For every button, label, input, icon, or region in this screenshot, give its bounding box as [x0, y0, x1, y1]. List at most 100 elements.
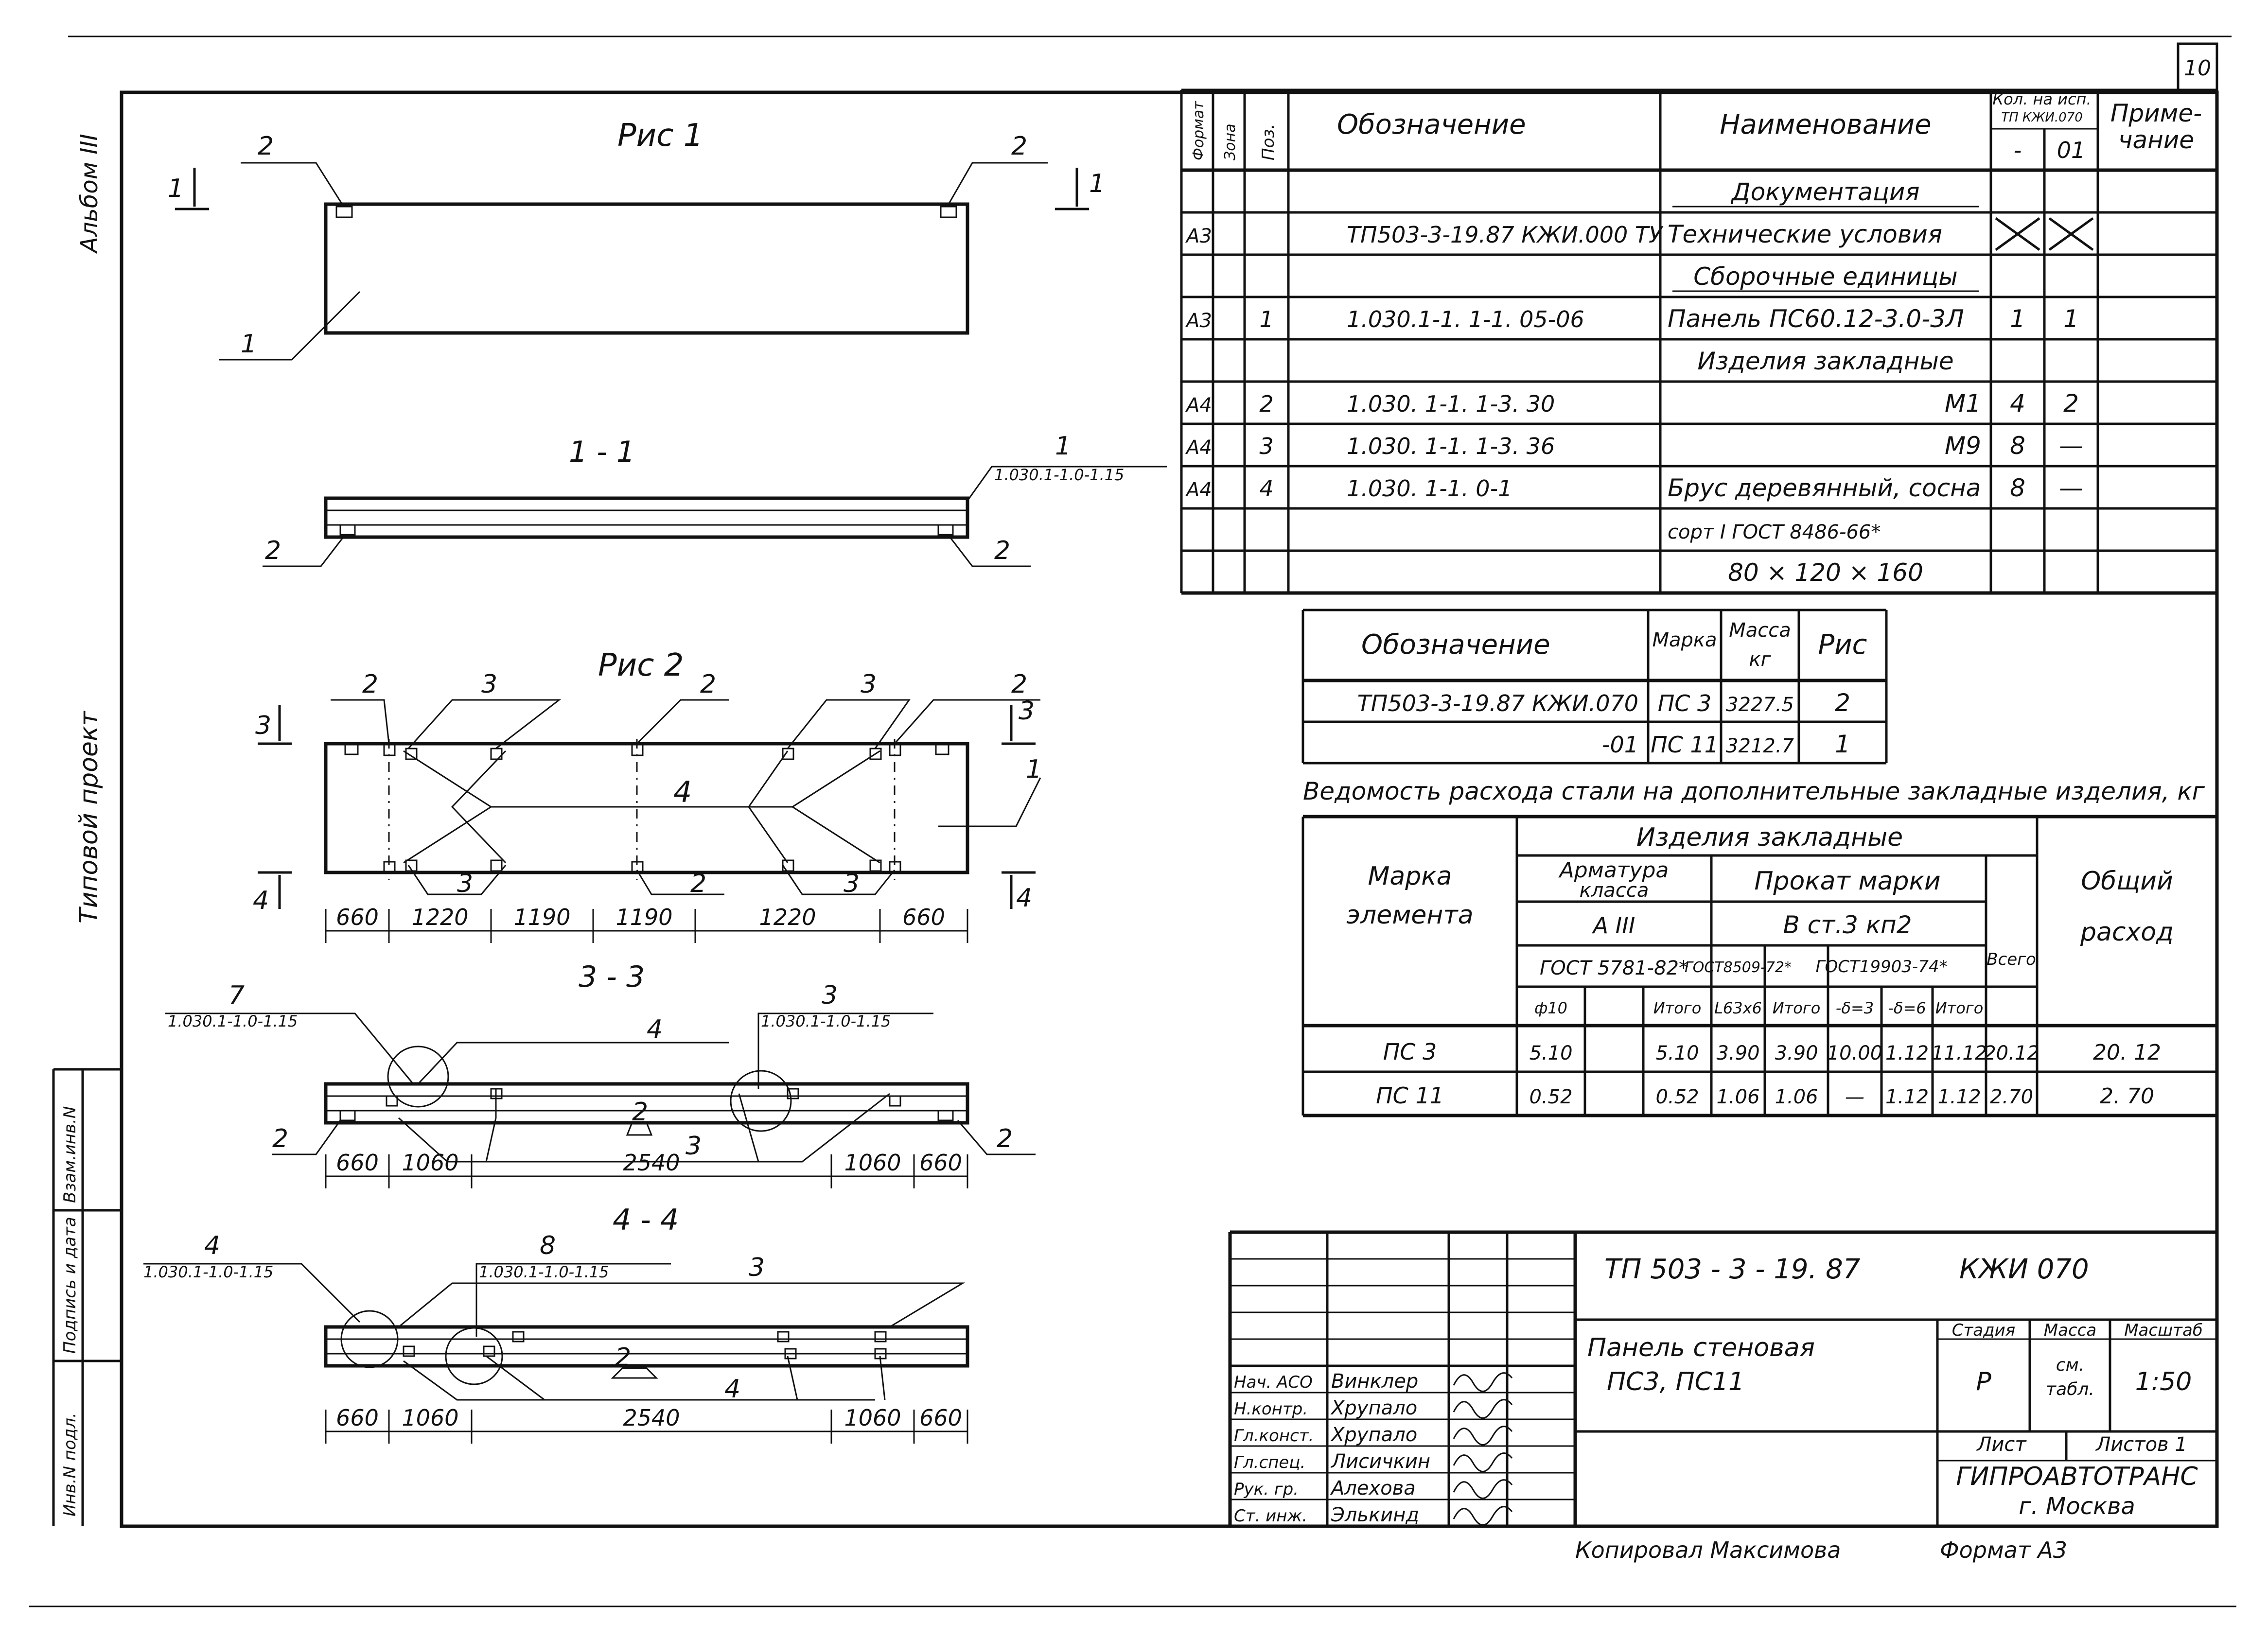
callout-8: 8	[540, 1231, 556, 1260]
leader-3	[787, 699, 911, 749]
title-stage-header: Стадия	[1952, 1321, 2015, 1340]
spec-cell-name: Технические условия	[1668, 220, 1942, 248]
spec-header-qty-a: -	[2014, 137, 2022, 163]
spec-cell-format: А4	[1185, 436, 1212, 459]
mark-cell-mark: ПС 11	[1651, 732, 1719, 758]
rebar-line	[398, 1093, 890, 1163]
callout-3: 3	[822, 981, 838, 1010]
embedded-plate	[335, 206, 353, 218]
dimension-value: 660	[336, 1150, 379, 1176]
steel-cell-total: 2. 70	[2100, 1084, 2154, 1109]
callout-2: 2	[700, 670, 716, 699]
embedded-plate	[490, 859, 503, 872]
stamp-cell-label: Инв.N подл.	[60, 1412, 80, 1517]
spec-cell-designation: 1.030. 1-1. 1-3. 30	[1347, 391, 1555, 417]
section-title-4-4: 4 - 4	[613, 1203, 679, 1237]
leader-3	[452, 699, 562, 750]
callout-2: 2	[1011, 670, 1027, 699]
dimension-value: 1190	[513, 904, 570, 930]
leader-3	[782, 865, 896, 895]
steel-header-gost: ГОСТ8509-72*	[1685, 959, 1792, 976]
spec-header-name: Наименование	[1720, 109, 1931, 140]
drawing-frame	[120, 90, 2219, 1528]
steel-subheader: -δ=3	[1836, 999, 1874, 1017]
copied-by: Копировал Максимова	[1575, 1537, 1841, 1563]
ref-label: 1.030.1-1.0-1.15	[143, 1263, 273, 1281]
steel-cell-value: 1.12	[1885, 1086, 1929, 1108]
embedded-plate	[889, 861, 901, 873]
dimension-value: 660	[336, 1405, 379, 1431]
mark-header: Марка	[1652, 629, 1717, 651]
title-org: ГИПРОАВТОТРАНС	[1956, 1462, 2198, 1491]
leader-2	[957, 1120, 1036, 1155]
steel-header-rebar-class: А III	[1592, 912, 1635, 939]
spec-cell-qty1: 1	[2010, 305, 2025, 333]
callout-3: 3	[861, 670, 877, 699]
steel-header-total: расход	[2080, 918, 2174, 947]
spec-header-note: Приме-	[2110, 99, 2202, 127]
title-mass: см.	[2056, 1355, 2084, 1375]
cut-label-4: 4	[1016, 884, 1032, 913]
title-person: Хрупало	[1330, 1424, 1417, 1446]
embedded-plate	[874, 1331, 887, 1343]
callout-3: 3	[457, 869, 473, 898]
callout-7: 7	[229, 981, 245, 1010]
cut-label-3: 3	[255, 711, 271, 740]
leader-7	[165, 1012, 414, 1084]
panel-elevation-ris2	[324, 742, 969, 874]
spec-cell-format: А3	[1185, 225, 1212, 247]
mark-cell-mass: 3227.5	[1726, 694, 1794, 716]
steel-cell-mark: ПС 11	[1376, 1082, 1444, 1109]
embedded-plate	[344, 744, 359, 755]
callout-2: 2	[272, 1124, 288, 1153]
cut-label-4: 4	[253, 886, 269, 915]
steel-cell-value: 1.06	[1775, 1086, 1818, 1108]
signature	[1453, 1479, 1513, 1499]
embedded-plate	[777, 1331, 790, 1343]
dimension-value: 1220	[411, 904, 468, 930]
signature	[1453, 1399, 1513, 1419]
steel-cell-value: 1.12	[1885, 1042, 1929, 1064]
embedded-plate	[403, 1345, 415, 1357]
signature	[1453, 1452, 1513, 1472]
section-title-1-1: 1 - 1	[569, 435, 635, 469]
mark-cell-designation: -01	[1602, 732, 1638, 758]
embedded-plate	[405, 859, 418, 872]
spec-header-note: чание	[2118, 126, 2194, 154]
leader-ref	[967, 466, 1167, 501]
title-role: Ст. инж.	[1234, 1506, 1307, 1526]
callout-2: 2	[690, 869, 706, 898]
embedded-plate	[935, 744, 949, 755]
rebar-line	[738, 1093, 759, 1162]
embedded-plate	[386, 1095, 398, 1107]
steel-cell-value: 1.06	[1716, 1086, 1759, 1108]
spec-cell-name: М9	[1945, 432, 1981, 460]
title-mass-header: Масса	[2044, 1321, 2096, 1340]
title-role: Нач. АСО	[1234, 1373, 1313, 1392]
steel-cell-value: 10.00	[1827, 1042, 1883, 1064]
dimension-value: 660	[336, 904, 379, 930]
spec-header-qty-sub: ТП КЖИ.070	[2001, 110, 2083, 125]
spec-cell-pos: 4	[1259, 475, 1273, 502]
spec-header-format: Формат	[1190, 101, 1207, 160]
mark-header: кг	[1749, 648, 1771, 671]
section-title-3-3: 3 - 3	[579, 960, 645, 994]
dimension-value: 1060	[844, 1405, 901, 1431]
leader-2	[947, 162, 1048, 206]
steel-cell-value: 3.90	[1716, 1042, 1759, 1064]
spec-header-zone: Зона	[1222, 123, 1239, 160]
signature	[1453, 1506, 1513, 1526]
callout-3: 3	[686, 1132, 702, 1161]
title-name: Панель стеновая	[1587, 1333, 1815, 1362]
title-scale-header: Масштаб	[2124, 1321, 2203, 1340]
spec-cell-qty2: 1	[2063, 305, 2079, 333]
cross-mark	[1995, 217, 2040, 251]
leader-1	[938, 777, 1041, 827]
ref-label: 1.030.1-1.0-1.15	[479, 1263, 609, 1281]
title-person: Алехова	[1330, 1477, 1416, 1500]
signature	[1453, 1426, 1513, 1446]
